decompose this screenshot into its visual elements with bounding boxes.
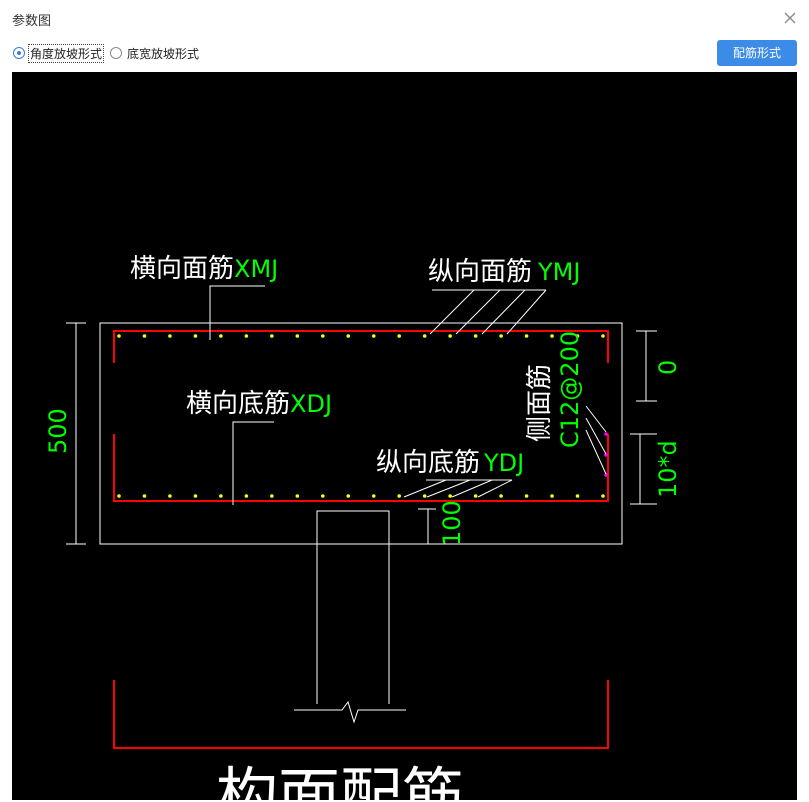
rebar-dot xyxy=(601,334,605,338)
dim-100: 100 xyxy=(438,500,466,546)
rebar-dot xyxy=(117,334,121,338)
dim-10d: 10*d xyxy=(654,440,682,498)
label-ymj-code: YMJ xyxy=(537,258,580,286)
radio-width-slope[interactable]: 底宽放坡形式 xyxy=(110,44,200,62)
rebar-dot xyxy=(168,494,172,498)
top-rebar-dots xyxy=(117,334,605,338)
label-xdj-cn: 横向底筋 xyxy=(186,389,290,419)
rebar-dot xyxy=(473,494,478,498)
radio-angle-slope-label[interactable]: 角度放坡形式 xyxy=(27,43,105,63)
top-rebar-line xyxy=(113,330,609,363)
rebar-cage xyxy=(113,330,609,502)
label-ydj-cn: 纵向底筋 xyxy=(376,448,480,478)
rebar-dot xyxy=(219,494,223,498)
rebar-dot xyxy=(371,494,376,498)
rebar-dot xyxy=(422,334,427,338)
slab-outline xyxy=(99,322,623,545)
label-side-code: C12@200 xyxy=(556,331,584,448)
toolbar: 角度放坡形式 底宽放坡形式 配筋形式 xyxy=(0,36,809,72)
close-icon[interactable] xyxy=(780,8,800,28)
label-side-cn: 侧面筋 xyxy=(525,364,555,442)
radio-angle-slope[interactable]: 角度放坡形式 xyxy=(13,43,105,63)
lower-rebar-bracket xyxy=(113,680,609,749)
rebar-dot xyxy=(397,334,402,338)
dimension-lines xyxy=(66,322,657,545)
rebar-dot xyxy=(524,494,529,498)
label-ydj-code: YDJ xyxy=(483,449,524,477)
label-xmj: 横向面筋XMJ xyxy=(130,254,278,284)
rebar-dot xyxy=(550,334,554,338)
rebar-dot xyxy=(524,334,529,338)
rebar-dot xyxy=(346,494,351,498)
rebar-dot xyxy=(422,494,427,498)
rebar-dot xyxy=(448,334,452,338)
window-title: 参数图 xyxy=(12,14,52,29)
label-xdj: 横向底筋XDJ xyxy=(186,389,332,419)
rebar-dot xyxy=(473,334,478,338)
rebar-dot xyxy=(601,494,605,498)
rebar-dot xyxy=(320,494,325,498)
rebar-dot xyxy=(499,334,503,338)
rebar-dot xyxy=(270,494,274,498)
label-ymj-cn: 纵向面筋 xyxy=(428,257,532,287)
rebar-dot xyxy=(193,494,198,498)
radio-selected-icon[interactable] xyxy=(13,47,25,59)
rebar-dot xyxy=(219,334,223,338)
rebar-dot xyxy=(193,334,198,338)
rebar-dot xyxy=(575,494,580,498)
title-bar: 参数图 xyxy=(0,0,809,36)
rebar-dot xyxy=(168,334,172,338)
rebar-dot xyxy=(448,494,452,498)
rebar-dot xyxy=(295,334,300,338)
radio-width-slope-label[interactable]: 底宽放坡形式 xyxy=(127,46,200,61)
bottom-rebar-line xyxy=(113,434,609,502)
rebar-dot xyxy=(575,334,580,338)
rebar-dot xyxy=(320,334,325,338)
rebar-dot xyxy=(270,334,274,338)
rebar-dot xyxy=(117,494,121,498)
rebar-dot xyxy=(499,494,503,498)
bottom-rebar-dots xyxy=(117,494,605,498)
rebar-dot xyxy=(244,494,249,498)
rebar-dot xyxy=(142,334,147,338)
side-rebar-dots xyxy=(604,432,608,477)
radio-unselected-icon[interactable] xyxy=(110,47,122,59)
leader-lines xyxy=(209,285,607,505)
column-outline xyxy=(294,510,406,724)
rebar-dot xyxy=(397,494,402,498)
rebar-dot xyxy=(346,334,351,338)
bottom-section-title: 构面配筋 xyxy=(216,760,464,800)
rebar-dot xyxy=(550,494,554,498)
dim-500: 500 xyxy=(44,408,72,454)
config-rebar-button[interactable]: 配筋形式 xyxy=(717,40,797,66)
label-xdj-code: XDJ xyxy=(290,390,332,418)
rebar-dot xyxy=(371,334,376,338)
label-xmj-cn: 横向面筋 xyxy=(130,254,234,284)
rebar-dot xyxy=(295,494,300,498)
rebar-dot xyxy=(142,494,147,498)
rebar-dot xyxy=(244,334,249,338)
dim-0: 0 xyxy=(654,360,682,375)
label-xmj-code: XMJ xyxy=(234,255,278,283)
